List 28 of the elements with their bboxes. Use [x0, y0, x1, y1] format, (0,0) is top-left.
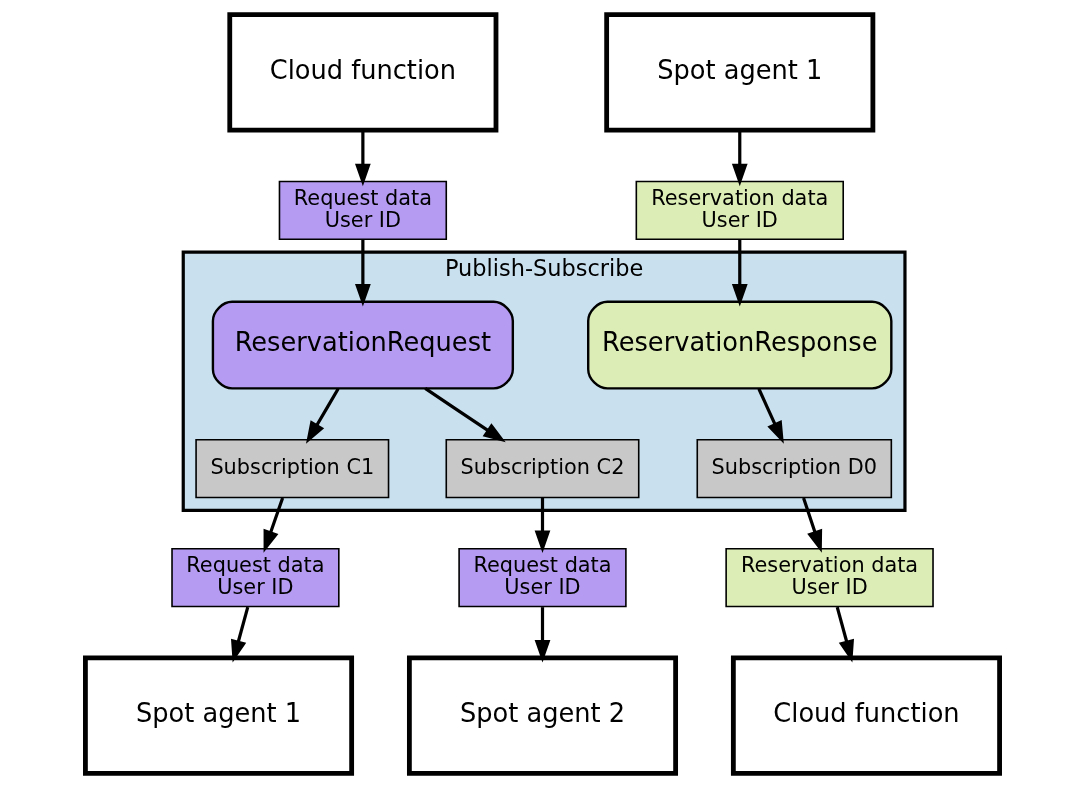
node-box: Request data User ID [170, 547, 340, 608]
arrow [731, 130, 748, 187]
node-box: ReservationRequest [211, 300, 514, 390]
node-box: Subscription D0 [695, 438, 892, 499]
node-box: Spot agent 2 [406, 655, 678, 776]
arrow [354, 239, 371, 307]
node-box: Spot agent 1 [82, 655, 354, 776]
arrow [801, 497, 822, 553]
node-box: Request data User ID [457, 547, 627, 608]
arrow [835, 606, 854, 663]
arrow [731, 239, 748, 307]
arrow [756, 388, 784, 444]
node-box: Spot agent 1 [603, 12, 875, 133]
node-box: Subscription C2 [444, 438, 640, 499]
node-box: Reservation data User ID [635, 180, 844, 241]
node-box: Cloud function [226, 12, 498, 133]
node-box: Request data User ID [278, 180, 447, 241]
node-box: ReservationResponse [586, 300, 893, 390]
node-box: Reservation data User ID [724, 547, 934, 608]
arrow [534, 607, 550, 663]
node-box: Cloud function [730, 655, 1002, 776]
arrow [534, 498, 550, 553]
arrow [305, 387, 340, 444]
arrow [263, 497, 284, 553]
node-box: Subscription C1 [194, 438, 389, 499]
arrow [354, 130, 371, 187]
arrow [423, 387, 506, 443]
arrow [230, 606, 249, 663]
